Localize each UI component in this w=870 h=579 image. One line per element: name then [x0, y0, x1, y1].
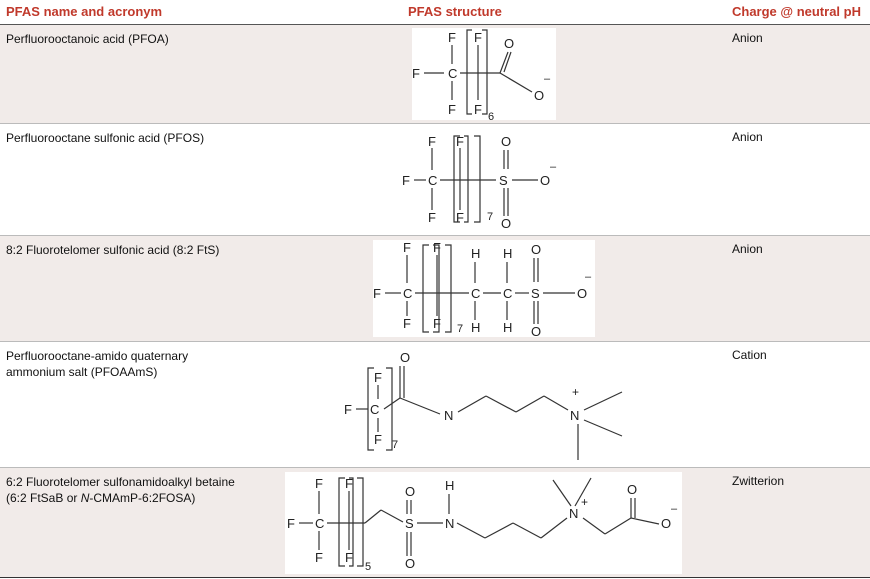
header-structure: PFAS structure: [408, 4, 502, 19]
svg-text:F: F: [403, 240, 411, 255]
svg-text:7: 7: [392, 439, 398, 451]
svg-text:7: 7: [487, 211, 493, 223]
pfas-charge: Anion: [732, 242, 763, 256]
pfas-name: 6:2 Fluorotelomer sulfonamidoalkyl betai…: [6, 474, 276, 506]
svg-text:F: F: [448, 102, 456, 117]
svg-text:–: –: [585, 271, 592, 283]
svg-text:H: H: [503, 246, 512, 261]
pfas-name-line1: 6:2 Fluorotelomer sulfonamidoalkyl betai…: [6, 475, 235, 489]
svg-text:C: C: [403, 286, 412, 301]
pfas-name-line1: Perfluorooctane-amido quaternary: [6, 349, 189, 363]
svg-text:C: C: [370, 402, 379, 417]
svg-text:–: –: [550, 161, 557, 173]
svg-text:+: +: [581, 495, 588, 509]
pfas-name-line2: ammonium salt (PFOAAmS): [6, 365, 158, 379]
svg-text:7: 7: [457, 323, 463, 335]
svg-text:O: O: [531, 324, 541, 337]
header-charge: Charge @ neutral pH: [732, 4, 861, 19]
table-header: PFAS name and acronym PFAS structure Cha…: [0, 0, 870, 25]
svg-text:F: F: [433, 316, 441, 331]
svg-text:F: F: [456, 210, 464, 225]
svg-text:H: H: [445, 478, 454, 493]
svg-text:C: C: [503, 286, 512, 301]
svg-text:O: O: [627, 482, 637, 497]
pfas-charge: Anion: [732, 31, 763, 45]
svg-text:F: F: [402, 173, 410, 188]
svg-text:C: C: [428, 173, 437, 188]
svg-text:F: F: [344, 402, 352, 417]
pfoaams-structure: O F F C F 7 N N +: [340, 348, 630, 464]
pfas-charge: Zwitterion: [732, 474, 785, 488]
svg-text:S: S: [405, 516, 414, 531]
pfas-name: Perfluorooctane sulfonic acid (PFOS): [6, 131, 205, 145]
svg-text:F: F: [315, 550, 323, 565]
svg-text:F: F: [448, 30, 456, 45]
svg-text:F: F: [374, 432, 382, 447]
svg-text:5: 5: [365, 561, 371, 573]
pfas-name: 8:2 Fluorotelomer sulfonic acid (8:2 FtS…: [6, 243, 220, 257]
pfas-name: Perfluorooctane-amido quaternary ammoniu…: [6, 348, 276, 380]
fts-structure: F F H H O F C C C S O – F F H H O 7: [373, 240, 595, 339]
table-row-8-2-fts: 8:2 Fluorotelomer sulfonic acid (8:2 FtS…: [0, 236, 870, 342]
pfas-name: Perfluorooctanoic acid (PFOA): [6, 32, 169, 46]
svg-text:F: F: [345, 550, 353, 565]
svg-text:F: F: [456, 134, 464, 149]
svg-text:H: H: [503, 320, 512, 335]
svg-text:F: F: [428, 210, 436, 225]
ftsab-structure: F F O H F C S N N + O O – F F O 5: [285, 472, 682, 574]
svg-text:O: O: [405, 556, 415, 571]
svg-text:O: O: [400, 350, 410, 365]
svg-text:O: O: [501, 134, 511, 149]
svg-text:F: F: [315, 476, 323, 491]
svg-text:O: O: [577, 286, 587, 301]
svg-text:F: F: [433, 240, 441, 255]
svg-text:+: +: [572, 385, 579, 399]
svg-text:F: F: [412, 66, 420, 81]
svg-text:F: F: [374, 370, 382, 385]
svg-text:N: N: [569, 506, 578, 521]
pfas-charge: Cation: [732, 348, 767, 362]
pfoa-structure: F F O F C F F O – 6: [412, 28, 556, 123]
svg-text:F: F: [474, 30, 482, 45]
svg-text:O: O: [540, 173, 550, 188]
table-row-pfoaams: Perfluorooctane-amido quaternary ammoniu…: [0, 342, 870, 468]
svg-text:O: O: [661, 516, 671, 531]
svg-text:O: O: [501, 216, 511, 231]
table-row-6-2-ftsab: 6:2 Fluorotelomer sulfonamidoalkyl betai…: [0, 468, 870, 578]
svg-text:O: O: [531, 242, 541, 257]
svg-text:H: H: [471, 246, 480, 261]
svg-text:S: S: [499, 173, 508, 188]
svg-text:N: N: [444, 408, 453, 423]
svg-text:O: O: [504, 36, 514, 51]
svg-text:O: O: [534, 88, 544, 103]
svg-text:H: H: [471, 320, 480, 335]
svg-text:F: F: [373, 286, 381, 301]
pfos-structure: F F O F C S O – F F O 7: [398, 130, 568, 234]
pfas-name-line2: (6:2 FtSaB or N-CMAmP-6:2FOSA): [6, 491, 196, 505]
header-name: PFAS name and acronym: [6, 4, 163, 19]
svg-text:F: F: [287, 516, 295, 531]
svg-text:C: C: [315, 516, 324, 531]
svg-text:–: –: [671, 503, 678, 515]
svg-text:F: F: [345, 476, 353, 491]
svg-text:F: F: [403, 316, 411, 331]
svg-text:C: C: [471, 286, 480, 301]
pfas-charge: Anion: [732, 130, 763, 144]
svg-text:O: O: [405, 484, 415, 499]
svg-text:N: N: [445, 516, 454, 531]
table-row-pfoa: Perfluorooctanoic acid (PFOA) Anion F F …: [0, 25, 870, 124]
table-row-pfos: Perfluorooctane sulfonic acid (PFOS) Ani…: [0, 124, 870, 236]
svg-text:F: F: [428, 134, 436, 149]
svg-text:C: C: [448, 66, 457, 81]
svg-text:–: –: [544, 73, 551, 85]
svg-text:6: 6: [488, 111, 494, 120]
svg-text:N: N: [570, 408, 579, 423]
svg-text:S: S: [531, 286, 540, 301]
svg-text:F: F: [474, 102, 482, 117]
